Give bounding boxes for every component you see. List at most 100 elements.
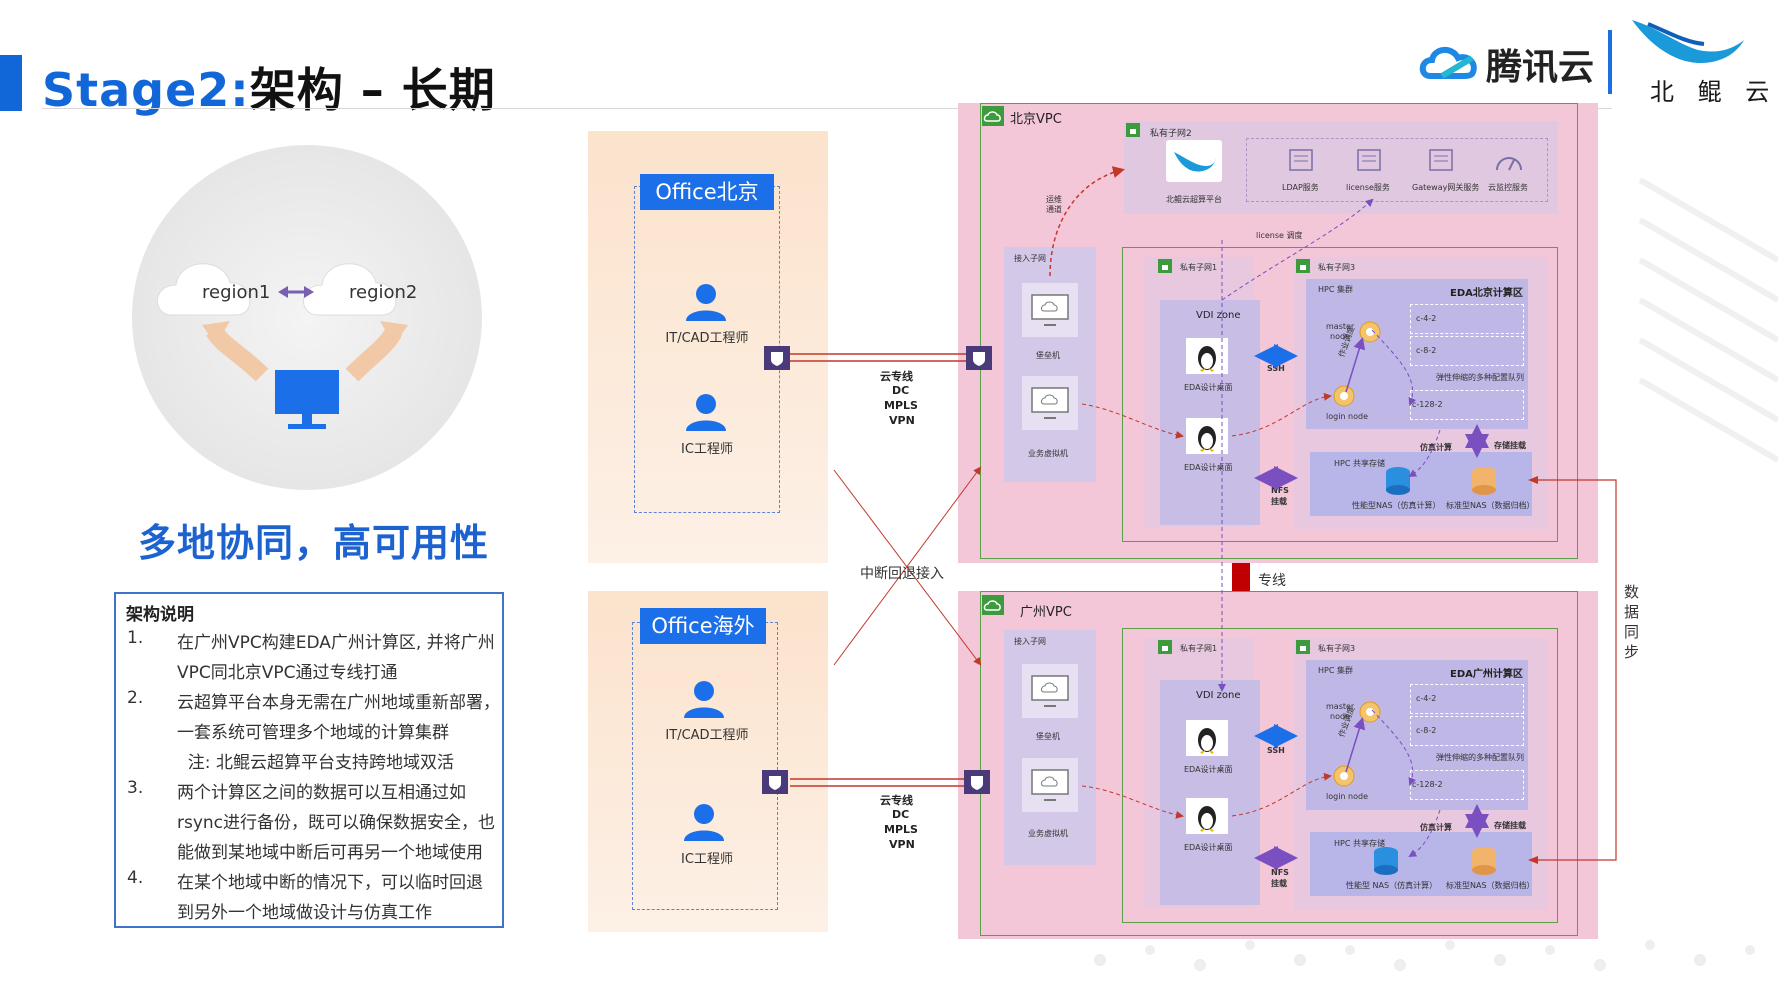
license-dispatch-label: license 调度 <box>1256 231 1303 240</box>
monitor-icon <box>1031 769 1069 801</box>
gz-ssh-label: SSH <box>1267 746 1285 755</box>
tencent-cloud-logo-icon <box>1419 47 1477 79</box>
beikun-cloud-logo-icon <box>1632 20 1744 64</box>
server-icon <box>1429 149 1453 171</box>
gz-vdi-zone-panel <box>1160 680 1260 905</box>
database-icon <box>1386 467 1410 495</box>
vpn-label-2: VPN <box>889 838 915 851</box>
lock-icon <box>1296 259 1310 273</box>
beijing-vpc-label: 北京VPC <box>1010 112 1062 127</box>
note-number: 1. <box>127 628 144 648</box>
architecture-notes-box <box>114 592 504 928</box>
user-icon <box>686 394 726 431</box>
note-number: 4. <box>127 868 144 888</box>
platform-monitor-icon <box>1166 140 1222 182</box>
lock-icon <box>1126 123 1140 137</box>
title-accent-bar <box>0 55 22 111</box>
office-overseas-panel <box>588 591 828 932</box>
cloud-line-label-2: 云专线 <box>880 794 913 807</box>
eda-desktop-2-label: EDA设计桌面 <box>1184 463 1233 472</box>
master-node-label: master <box>1326 322 1355 331</box>
gateway-icon <box>762 770 788 794</box>
note-line: 云超算平台本身无需在广州地域重新部署， <box>177 693 500 713</box>
multi-region-illustration <box>132 145 482 490</box>
vdi-zone-label: VDI zone <box>1196 310 1241 321</box>
lock-icon <box>1296 640 1310 654</box>
gz-queue-c128-label: c-128-2 <box>1412 780 1443 789</box>
gz-bastion-label: 堡垒机 <box>1036 732 1060 741</box>
master-node-label-2: node <box>1330 332 1350 341</box>
gateway-service: Gateway网关服务 <box>1412 183 1480 192</box>
monitor-icon <box>1031 387 1069 419</box>
role-ic-overseas: IC工程师 <box>681 852 733 867</box>
compute-zone-label: EDA北京计算区 <box>1450 288 1523 299</box>
gateway-icon <box>1333 765 1355 787</box>
queue-c128-label: c-128-2 <box>1412 400 1443 409</box>
gz-master-node-label: master <box>1326 702 1355 711</box>
queue-c4-label: c-4-2 <box>1416 314 1437 323</box>
tagline: 多地协同，高可用性 <box>138 521 490 565</box>
beikun-platform-logo-icon <box>1174 152 1216 172</box>
license-service: license服务 <box>1346 183 1390 192</box>
nfs-label: NFS <box>1271 486 1289 495</box>
nas-std-label: 标准型NAS（数据归档） <box>1446 501 1535 510</box>
elastic-queue-label: 弹性伸缩的多种配置队列 <box>1436 373 1524 382</box>
monitor-service: 云监控服务 <box>1488 183 1528 192</box>
server-icon <box>1289 149 1313 171</box>
fallback-label: 中断回退接入 <box>860 566 944 582</box>
platform-label: 北鲲云超算平台 <box>1166 195 1222 204</box>
logo-divider <box>1608 30 1612 94</box>
beijing-vpc-border <box>980 103 1578 559</box>
note-number: 3. <box>127 778 144 798</box>
note-line: VPC同北京VPC通过专线打通 <box>177 663 398 683</box>
region-diagram <box>157 263 408 429</box>
gz-private-subnet3-label: 私有子网3 <box>1318 644 1356 653</box>
gz-storage-mount-label: 存储挂载 <box>1494 821 1526 830</box>
role-it-cad-beijing: IT/CAD工程师 <box>665 331 749 346</box>
gateway-icon <box>964 770 990 794</box>
gz-queue-c8-label: c-8-2 <box>1416 726 1437 735</box>
gz-nfs-mount-label: 挂载 <box>1271 879 1287 888</box>
user-icon <box>684 804 724 841</box>
note-line: 在某个地域中断的情况下，可以临时回退 <box>177 873 483 893</box>
ops-channel-label: 运维 <box>1046 195 1062 204</box>
gateway-icon <box>1359 321 1381 343</box>
cloud-icon <box>303 263 397 316</box>
database-icon <box>1374 847 1398 875</box>
beikun-cloud-brand: 北 鲲 云 <box>1650 78 1778 106</box>
gz-biz-vm-label: 业务虚拟机 <box>1028 829 1068 838</box>
server-icon <box>1357 149 1381 171</box>
gz-hpc-storage-label: HPC 共享存储 <box>1334 839 1385 848</box>
mpls-label: MPLS <box>884 399 918 412</box>
note-line: 两个计算区之间的数据可以互相通过如 <box>177 783 466 803</box>
lock-icon <box>1158 259 1172 273</box>
queue-c4 <box>1410 304 1524 334</box>
cloud-icon <box>982 595 1004 615</box>
architecture-notes-title: 架构说明 <box>126 605 194 625</box>
ssh-label: SSH <box>1267 364 1285 373</box>
database-icon <box>1472 847 1496 875</box>
note-number: 2. <box>127 688 144 708</box>
private-subnet3-label: 私有子网3 <box>1318 263 1356 272</box>
gz-vdi-zone-label: VDI zone <box>1196 690 1241 701</box>
gz-nas-std-label: 标准型NAS（数据归档） <box>1446 881 1535 890</box>
note-line: 到另外一个地域做设计与仿真工作 <box>177 903 432 923</box>
cloud-icon <box>157 263 251 316</box>
lock-icon <box>1158 640 1172 654</box>
office-overseas-label: Office海外 <box>640 608 766 644</box>
biz-vm-label: 业务虚拟机 <box>1028 449 1068 458</box>
gateway-icon <box>1359 701 1381 723</box>
tencent-cloud-brand: 腾讯云 <box>1486 47 1595 88</box>
page-title: Stage2:架构 – 长期 <box>42 63 496 117</box>
gz-nas-perf-label: 性能型 NAS（仿真计算） <box>1346 881 1438 890</box>
user-icon <box>686 284 726 321</box>
nas-perf-label: 性能型NAS（仿真计算） <box>1352 501 1441 510</box>
gz-queue-c4-label: c-4-2 <box>1416 694 1437 703</box>
note-line: 一套系统可管理多个地域的计算集群 <box>177 723 449 743</box>
mpls-label-2: MPLS <box>884 823 918 836</box>
gz-elastic-queue-label: 弹性伸缩的多种配置队列 <box>1436 753 1524 762</box>
gateway-icon <box>966 346 992 370</box>
monitoring-gauge-icon <box>1496 157 1522 171</box>
region1-label: region1 <box>202 282 271 303</box>
